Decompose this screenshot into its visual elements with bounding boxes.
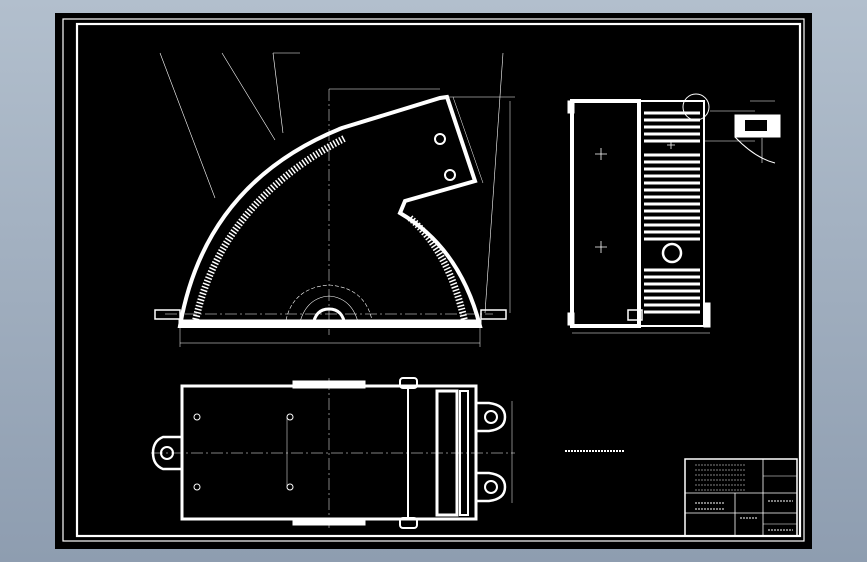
inner-border — [75, 22, 802, 538]
base-plate — [178, 319, 482, 328]
front-view — [154, 52, 515, 347]
outer-border — [62, 18, 805, 542]
sector-teeth — [191, 134, 347, 324]
side-ribs — [644, 111, 700, 314]
side-body-ribbed — [638, 100, 705, 327]
lug-right-top — [476, 401, 507, 433]
lug-right-bottom — [476, 471, 507, 503]
top-view — [151, 377, 515, 529]
detail-view — [734, 100, 781, 164]
sector-outer-arc — [177, 94, 483, 328]
title-block — [684, 458, 798, 537]
cad-drawing — [62, 18, 805, 542]
side-body-left — [570, 99, 641, 328]
drawing-sheet — [55, 13, 812, 549]
side-view — [567, 93, 755, 334]
